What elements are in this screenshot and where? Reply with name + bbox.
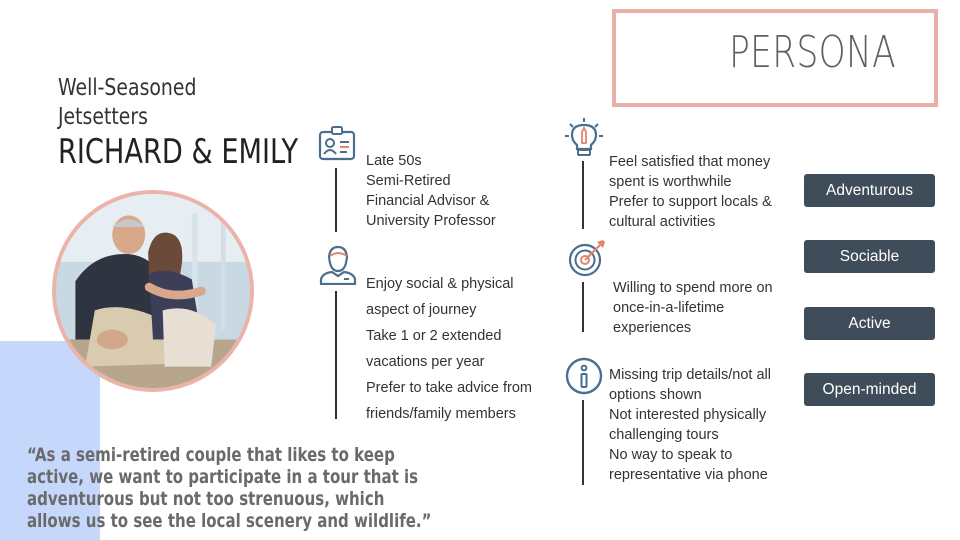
pain-point-line: Not interested physically bbox=[609, 407, 767, 423]
behavior-line: aspect of journey bbox=[366, 302, 477, 318]
divider-line bbox=[335, 291, 337, 419]
profile-line: Late 50s bbox=[366, 153, 422, 169]
goals-line: once-in-a-lifetime bbox=[613, 300, 725, 316]
pain-point-line: challenging tours bbox=[609, 427, 719, 443]
profile-line: University Professor bbox=[366, 213, 496, 229]
persona-title-box: PERSONA bbox=[612, 9, 938, 107]
subtitle-line: Jetsetters bbox=[58, 104, 148, 130]
divider-line bbox=[582, 282, 584, 332]
id-badge-icon bbox=[317, 125, 357, 165]
trait-badge-adventurous: Adventurous bbox=[804, 174, 935, 207]
behavior-line: friends/family members bbox=[366, 406, 516, 422]
target-icon bbox=[567, 238, 607, 278]
profile-line: Semi-Retired bbox=[366, 173, 451, 189]
page-title: PERSONA bbox=[729, 27, 896, 78]
pain-point-line: representative via phone bbox=[609, 467, 768, 483]
behavior-line: Prefer to take advice from bbox=[366, 380, 533, 396]
divider-line bbox=[582, 400, 584, 485]
persona-photo bbox=[52, 190, 254, 392]
goals-line: Willing to spend more on bbox=[613, 280, 773, 296]
info-icon bbox=[564, 356, 604, 396]
couple-photo-illustration bbox=[56, 194, 250, 388]
values-line: spent is worthwhile bbox=[609, 174, 732, 190]
behavior-line: Take 1 or 2 extended bbox=[366, 328, 502, 344]
trait-badge-open-minded: Open-minded bbox=[804, 373, 935, 406]
behavior-line: vacations per year bbox=[366, 354, 485, 370]
persona-quote: “As a semi-retired couple that likes to … bbox=[27, 444, 432, 532]
profile-details: Late 50s Semi-Retired Financial Advisor … bbox=[366, 151, 496, 231]
divider-line bbox=[335, 168, 337, 232]
pain-points-details: Missing trip details/not all options sho… bbox=[609, 365, 771, 485]
behavior-details: Enjoy social & physical aspect of journe… bbox=[366, 271, 532, 427]
pain-point-line: Missing trip details/not all bbox=[609, 367, 771, 383]
trait-badge-active: Active bbox=[804, 307, 935, 340]
divider-line bbox=[582, 161, 584, 229]
pain-point-line: options shown bbox=[609, 387, 702, 403]
behavior-line: Enjoy social & physical bbox=[366, 276, 514, 292]
profile-line: Financial Advisor & bbox=[366, 193, 490, 209]
quote-accent-block bbox=[0, 341, 100, 540]
trait-badge-sociable: Sociable bbox=[804, 240, 935, 273]
values-line: Prefer to support locals & bbox=[609, 194, 772, 210]
lightbulb-pencil-icon bbox=[564, 117, 604, 157]
pain-point-line: No way to speak to bbox=[609, 447, 733, 463]
persona-name: RICHARD & EMILY bbox=[58, 132, 299, 172]
person-icon bbox=[318, 245, 358, 285]
values-line: Feel satisfied that money bbox=[609, 154, 771, 170]
subtitle-line: Well-Seasoned bbox=[58, 75, 197, 101]
persona-subtitle: Well-Seasoned Jetsetters bbox=[58, 74, 238, 132]
goals-details: Willing to spend more on once-in-a-lifet… bbox=[613, 278, 773, 338]
goals-line: experiences bbox=[613, 320, 692, 336]
values-details: Feel satisfied that money spent is worth… bbox=[609, 152, 772, 232]
values-line: cultural activities bbox=[609, 214, 716, 230]
